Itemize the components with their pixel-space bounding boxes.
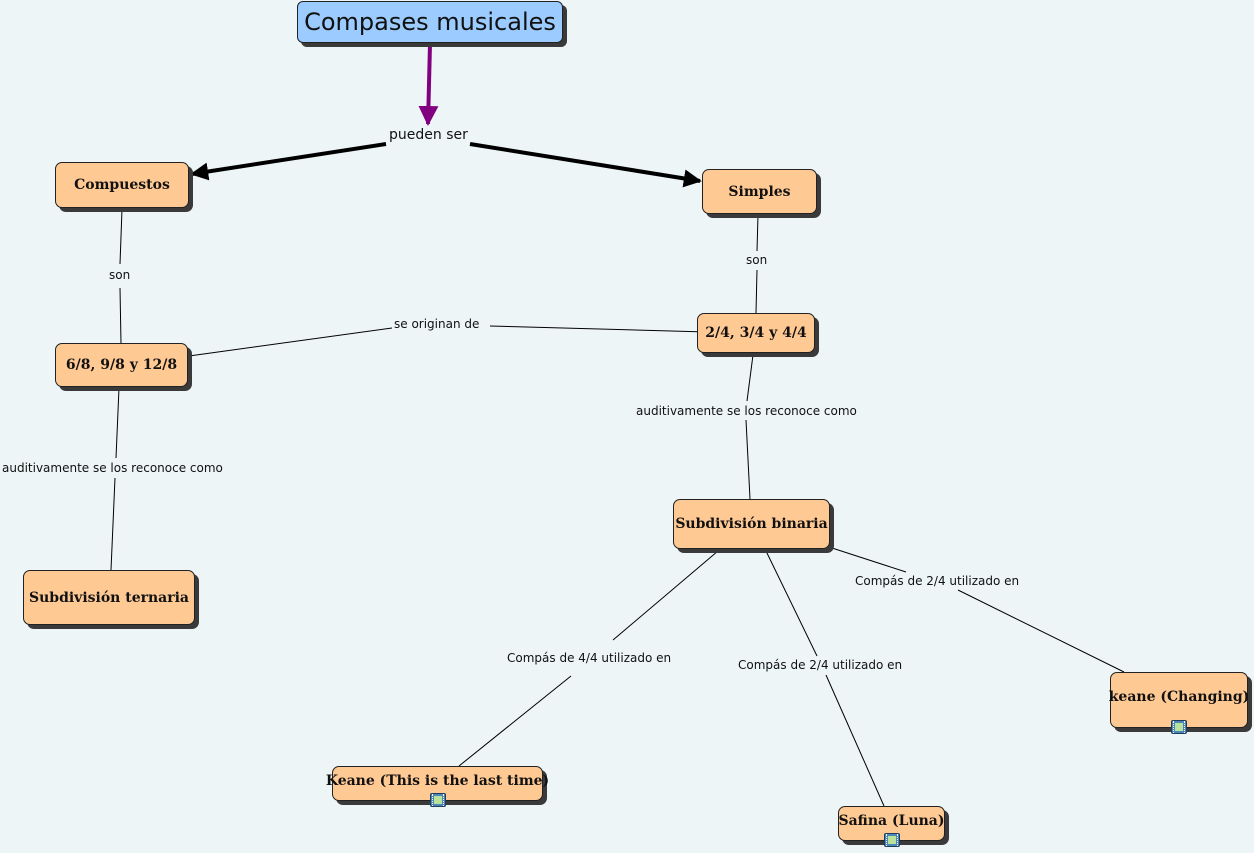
concept-simples-compases[interactable]: 2/4, 3/4 y 4/4 xyxy=(697,313,815,353)
link-simples-compases-auditivamente xyxy=(746,354,754,402)
concept-compuestos-compases-label: 6/8, 9/8 y 12/8 xyxy=(65,357,178,373)
concept-subdivision-binaria-label: Subdivisión binaria xyxy=(675,516,828,532)
link-label-auditivamente-left[interactable]: auditivamente se los reconoce como xyxy=(2,461,223,475)
link-compases-se-originan xyxy=(188,327,393,357)
link-label-auditivamente-right[interactable]: auditivamente se los reconoce como xyxy=(636,404,857,418)
link-compuestos-son xyxy=(119,208,123,265)
link-son-simples-compases xyxy=(755,269,758,314)
concept-safina-luna-label: Safina (Luna) xyxy=(838,812,945,829)
link-se-originan-simples-compases xyxy=(489,325,708,337)
link-binaria-compas-44 xyxy=(612,550,719,641)
link-compas-24-right-keane-changing xyxy=(957,589,1125,673)
root-concept-label: Compases musicales xyxy=(304,8,556,36)
link-label-compas-24-mid[interactable]: Compás de 2/4 utilizado en xyxy=(738,658,903,672)
concept-keane-last-time-label: Keane (This is the last time) xyxy=(325,772,550,789)
concept-compuestos[interactable]: Compuestos xyxy=(55,162,189,208)
link-label-compas-44[interactable]: Compás de 4/4 utilizado en xyxy=(507,651,672,665)
concept-simples[interactable]: Simples xyxy=(702,169,817,214)
concept-subdivision-binaria[interactable]: Subdivisión binaria xyxy=(673,499,830,549)
concept-simples-label: Simples xyxy=(728,183,791,200)
concept-simples-compases-label: 2/4, 3/4 y 4/4 xyxy=(705,325,807,341)
link-label-compas-24-right[interactable]: Compás de 2/4 utilizado en xyxy=(855,574,1020,588)
concept-keane-changing[interactable]: keane (Changing) xyxy=(1108,672,1250,728)
link-pueden-ser-compuestos xyxy=(190,142,387,181)
film-icon[interactable] xyxy=(884,833,900,847)
link-compuestos-compases-auditivamente xyxy=(115,387,120,459)
concept-subdivision-ternaria[interactable]: Subdivisión ternaria xyxy=(23,570,195,625)
link-compas-44-keane-last-time xyxy=(458,675,572,767)
concept-compuestos-compases[interactable]: 6/8, 9/8 y 12/8 xyxy=(55,343,188,387)
link-son-compuestos-compases xyxy=(119,287,122,345)
film-icon[interactable] xyxy=(430,793,446,807)
link-root-pueden-ser xyxy=(418,43,439,126)
link-compas-24-mid-safina xyxy=(825,674,885,807)
link-binaria-compas-24-mid xyxy=(765,550,818,657)
link-simples-son xyxy=(756,214,759,252)
link-pueden-ser-simples xyxy=(469,142,702,188)
link-label-se-originan-de[interactable]: se originan de xyxy=(394,317,480,331)
link-label-son-left[interactable]: son xyxy=(109,268,131,282)
concept-keane-changing-label: keane (Changing) xyxy=(1108,689,1250,705)
concept-subdivision-ternaria-label: Subdivisión ternaria xyxy=(29,589,189,606)
film-icon[interactable] xyxy=(1171,720,1187,734)
link-label-son-right[interactable]: son xyxy=(746,253,768,267)
concept-compuestos-label: Compuestos xyxy=(74,177,170,193)
link-binaria-compas-24-right xyxy=(831,547,907,573)
link-auditivamente-ternaria xyxy=(110,477,116,571)
root-concept-compases-musicales[interactable]: Compases musicales xyxy=(297,1,563,43)
link-label-pueden-ser[interactable]: pueden ser xyxy=(389,127,468,143)
link-auditivamente-binaria xyxy=(745,419,751,500)
